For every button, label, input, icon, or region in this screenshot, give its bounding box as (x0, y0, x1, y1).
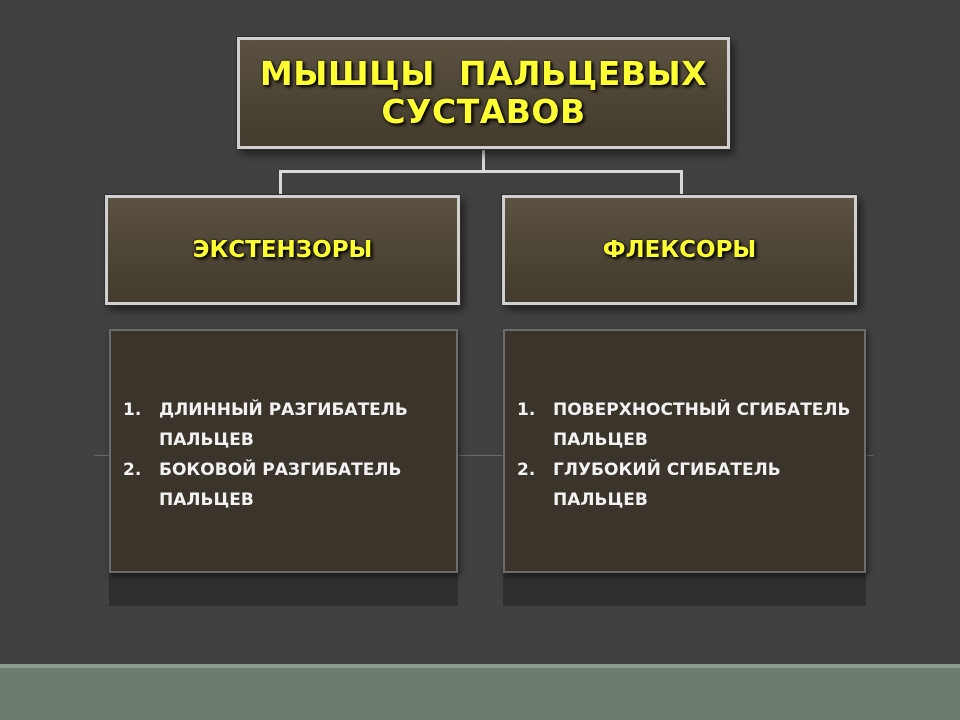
list-box-shadow (503, 573, 866, 606)
list-item-text: ГЛУБОКИЙ СГИБАТЕЛЬ ПАЛЬЦЕВ (553, 460, 781, 510)
connector-left-drop (279, 170, 282, 195)
title-line-1: МЫШЦЫ ПАЛЬЦЕВЫХ (259, 54, 708, 93)
list-item: 1. ПОВЕРХНОСТНЫЙ СГИБАТЕЛЬ ПАЛЬЦЕВ (517, 395, 856, 455)
flexor-list: 1. ПОВЕРХНОСТНЫЙ СГИБАТЕЛЬ ПАЛЬЦЕВ 2. ГЛ… (517, 395, 856, 515)
extensor-list: 1. ДЛИННЫЙ РАЗГИБАТЕЛЬ ПАЛЬЦЕВ 2. БОКОВО… (123, 395, 448, 515)
background-line (95, 455, 873, 456)
list-item-text: БОКОВОЙ РАЗГИБАТЕЛЬ ПАЛЬЦЕВ (159, 460, 402, 510)
bottom-bar (0, 664, 960, 720)
list-box-shadow (109, 573, 458, 606)
category-box-extensors: ЭКСТЕНЗОРЫ (105, 195, 460, 305)
list-item-text: ДЛИННЫЙ РАЗГИБАТЕЛЬ ПАЛЬЦЕВ (159, 400, 408, 450)
list-item-number: 1. (123, 400, 142, 420)
category-box-flexors: ФЛЕКСОРЫ (502, 195, 857, 305)
title-box: МЫШЦЫ ПАЛЬЦЕВЫХ СУСТАВОВ (237, 37, 730, 149)
list-item: 2. БОКОВОЙ РАЗГИБАТЕЛЬ ПАЛЬЦЕВ (123, 455, 448, 515)
list-item: 2. ГЛУБОКИЙ СГИБАТЕЛЬ ПАЛЬЦЕВ (517, 455, 856, 515)
category-label-extensors: ЭКСТЕНЗОРЫ (192, 237, 373, 263)
connector-right-drop (680, 170, 683, 195)
connector-trunk (482, 149, 485, 171)
list-box-extensors: 1. ДЛИННЫЙ РАЗГИБАТЕЛЬ ПАЛЬЦЕВ 2. БОКОВО… (109, 329, 458, 573)
connector-horizontal (279, 170, 683, 173)
list-item-number: 2. (517, 460, 536, 480)
diagram-title: МЫШЦЫ ПАЛЬЦЕВЫХ СУСТАВОВ (260, 55, 707, 131)
title-line-2: СУСТАВОВ (381, 92, 586, 131)
list-box-flexors: 1. ПОВЕРХНОСТНЫЙ СГИБАТЕЛЬ ПАЛЬЦЕВ 2. ГЛ… (503, 329, 866, 573)
list-item-text: ПОВЕРХНОСТНЫЙ СГИБАТЕЛЬ ПАЛЬЦЕВ (553, 400, 851, 450)
list-item-number: 1. (517, 400, 536, 420)
list-item: 1. ДЛИННЫЙ РАЗГИБАТЕЛЬ ПАЛЬЦЕВ (123, 395, 448, 455)
list-item-number: 2. (123, 460, 142, 480)
category-label-flexors: ФЛЕКСОРЫ (602, 237, 757, 263)
